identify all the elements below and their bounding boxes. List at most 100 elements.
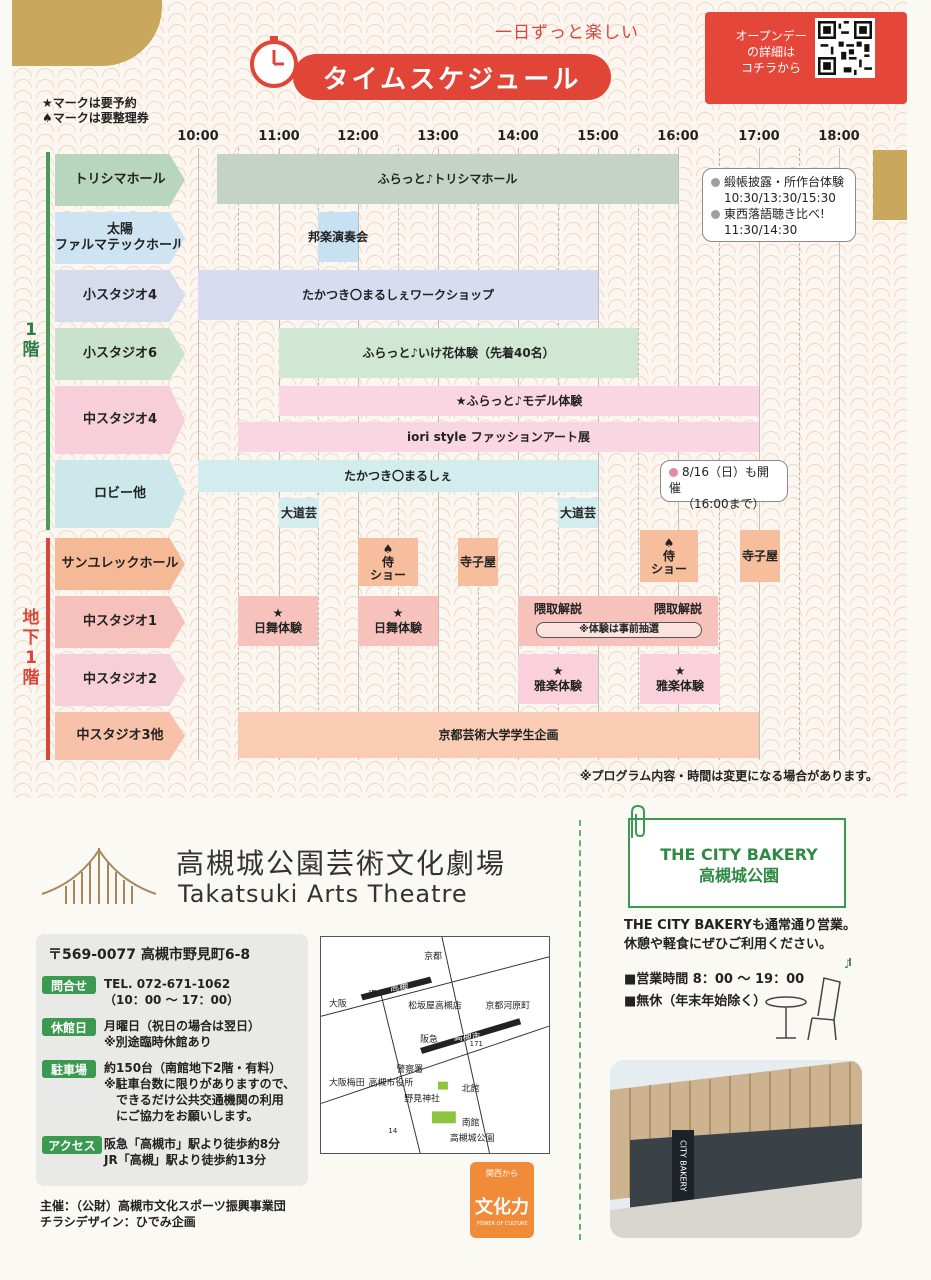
- organizer-text: 主催：（公財）高槻市文化スポーツ振興事業団: [40, 1199, 286, 1213]
- time-label: 13:00: [417, 129, 459, 144]
- bakery-card: THE CITY BAKERY 高槻城公園: [628, 804, 846, 908]
- paper-clip-icon: [631, 804, 645, 838]
- event-terakoya: 寺子屋: [458, 538, 498, 586]
- room-small-studio-4: 小スタジオ4: [55, 270, 185, 322]
- floor-b1-bar: [46, 538, 50, 760]
- north-building-marker: [437, 1081, 448, 1090]
- event-daidougei: 大道芸: [558, 498, 598, 528]
- grid-line: [478, 148, 479, 760]
- legend: ★マークは要予約 ♠マークは要整理券: [42, 96, 149, 126]
- culture-logo-top: 関西から: [486, 1169, 518, 1178]
- grid-line: [759, 148, 760, 760]
- closed-day: 月曜日（祝日の場合は翌日）: [104, 1019, 261, 1033]
- room-lobby: ロビー他: [55, 460, 185, 528]
- open-day-box[interactable]: オープンデー の詳細は コチラから: [705, 12, 907, 104]
- time-axis: 10:00 11:00 12:00 13:00 14:00 15:00 16:0…: [0, 129, 931, 147]
- room-torishima-hall: トリシマホール: [55, 154, 185, 206]
- lottery-note: ※体験は事前抽選: [536, 622, 702, 638]
- map-label: 高槻: [390, 982, 408, 994]
- floor-b1-label: 地下1階: [22, 608, 40, 688]
- bakery-title-en: THE CITY BAKERY: [660, 845, 818, 864]
- bubble-text: 緞帳披露・所作台体験: [724, 175, 845, 189]
- bubble-text: （16:00まで）: [682, 497, 765, 511]
- parking-note: できるだけ公共交通機関の利用: [116, 1093, 284, 1107]
- event-nichibu: ★ 日舞体験: [238, 596, 318, 646]
- grid-line: [398, 148, 399, 760]
- map-label: 北館: [462, 1083, 480, 1095]
- grid-line: [318, 148, 319, 760]
- culture-logo-main: 文化力: [475, 1197, 529, 1218]
- event-marche-workshop: たかつき〇まるしぇワークショップ: [198, 270, 598, 320]
- room-taiyo-hall: 太陽 ファルマテックホール: [55, 212, 185, 264]
- culture-logo-sub: POWER OF CULTURE: [476, 1221, 528, 1227]
- time-label: 17:00: [738, 129, 780, 144]
- bubble-text: 10:30/13:30/15:30: [724, 191, 836, 205]
- bakery-text-line: 休憩や軽食にぜひご利用ください。: [624, 937, 833, 952]
- map-label: 阪急: [420, 1033, 438, 1045]
- qr-code-icon[interactable]: [815, 18, 875, 78]
- map-label: 野見神社: [404, 1092, 440, 1104]
- access-map[interactable]: JR 高槻 京都 大阪 松坂屋高槻店 阪急 高槻市 京都河原町 大阪梅田 警察署…: [320, 936, 550, 1154]
- access-jr: JR「高槻」駅より徒歩約13分: [104, 1153, 267, 1167]
- time-label: 18:00: [818, 129, 860, 144]
- grid-line: [638, 148, 639, 760]
- legend-star: ★マークは要予約: [42, 96, 137, 110]
- section-divider: [579, 820, 581, 1240]
- event-gagaku: ★ 雅楽体験: [640, 654, 720, 704]
- access-hankyu: 阪急「高槻市」駅より徒歩約8分: [104, 1137, 281, 1151]
- time-label: 10:00: [177, 129, 219, 144]
- event-gagaku: ★ 雅楽体験: [518, 654, 598, 704]
- room-medium-studio-1: 中スタジオ1: [55, 596, 185, 648]
- map-label: 高槻市役所: [369, 1077, 414, 1089]
- map-label: 京都河原町: [486, 999, 531, 1011]
- floor-1-label: 1階: [22, 320, 40, 360]
- contact-phone[interactable]: TEL. 072-671-1062: [104, 977, 231, 991]
- grid-line: [598, 148, 599, 760]
- bubble-text: 東西落語聴き比べ!: [724, 207, 825, 221]
- torishima-info-bubble: 緞帳披露・所作台体験 10:30/13:30/15:30 東西落語聴き比べ! 1…: [702, 168, 856, 242]
- svg-text:♪: ♪: [844, 958, 852, 971]
- bakery-hours: ■営業時間 8：00 ～ 19：00: [624, 972, 805, 987]
- map-label: 京都: [424, 950, 442, 962]
- event-kumadori: 隈取解説: [533, 602, 582, 616]
- event-samurai-show: ♠ 侍 ショー: [640, 530, 698, 582]
- organizer: 主催：（公財）高槻市文化スポーツ振興事業団 チラシデザイン：ひでみ企画: [40, 1198, 286, 1230]
- event-kumadori-block: 隈取解説 隈取解説 ※体験は事前抽選: [518, 596, 718, 646]
- map-label: 警察署: [396, 1063, 423, 1075]
- designer-text: チラシデザイン：ひでみ企画: [40, 1215, 196, 1229]
- event-daidougei: 大道芸: [279, 498, 319, 528]
- parking-info: 約150台（南館地下2階・有料）: [104, 1061, 282, 1075]
- time-label: 14:00: [497, 129, 539, 144]
- bakery-title-ja: 高槻城公園: [698, 866, 779, 885]
- event-hougaku: 邦楽演奏会: [308, 212, 368, 262]
- room-medium-studio-3: 中スタジオ3他: [55, 712, 185, 760]
- grid-line: [518, 148, 519, 760]
- event-samurai-show: ♠ 侍 ショー: [358, 538, 418, 586]
- address: 〒569-0077 高槻市野見町6-8: [48, 947, 251, 963]
- contact-tag: 問合せ: [42, 976, 96, 994]
- bubble-text: 8/16（日）も開催: [669, 465, 769, 495]
- room-small-studio-6: 小スタジオ6: [55, 328, 185, 380]
- event-nichibu: ★ 日舞体験: [358, 596, 438, 646]
- room-medium-studio-2: 中スタジオ2: [55, 654, 185, 706]
- open-day-text: オープンデー の詳細は コチラから: [735, 29, 807, 75]
- grid-line: [719, 148, 720, 760]
- time-label: 15:00: [577, 129, 619, 144]
- legend-spade: ♠マークは要整理券: [42, 111, 149, 125]
- event-ikebana: ふらっと♪いけ花体験（先着40名）: [279, 328, 638, 378]
- parking-note: ※駐車台数に限りがありますので、: [104, 1077, 296, 1091]
- bakery-text-line: THE CITY BAKERYも通常通り営業。: [624, 918, 856, 933]
- grid-line: [198, 148, 199, 760]
- theatre-name-ja: 高槻城公園芸術文化劇場: [176, 847, 507, 880]
- map-label: 171: [470, 1040, 483, 1048]
- grid-line: [839, 148, 840, 760]
- bakery-sign: CITY BAKERY: [679, 1140, 688, 1192]
- room-sunyurec-hall: サンユレックホール: [55, 538, 185, 590]
- map-label: 大阪: [329, 997, 347, 1009]
- map-label: 14: [388, 1127, 397, 1135]
- south-building-marker: [432, 1111, 456, 1124]
- parking-tag: 駐車場: [42, 1060, 96, 1078]
- schedule-title: タイムスケジュール: [293, 54, 611, 100]
- grid-line: [238, 148, 239, 760]
- theatre-name-en: Takatsuki Arts Theatre: [178, 880, 468, 908]
